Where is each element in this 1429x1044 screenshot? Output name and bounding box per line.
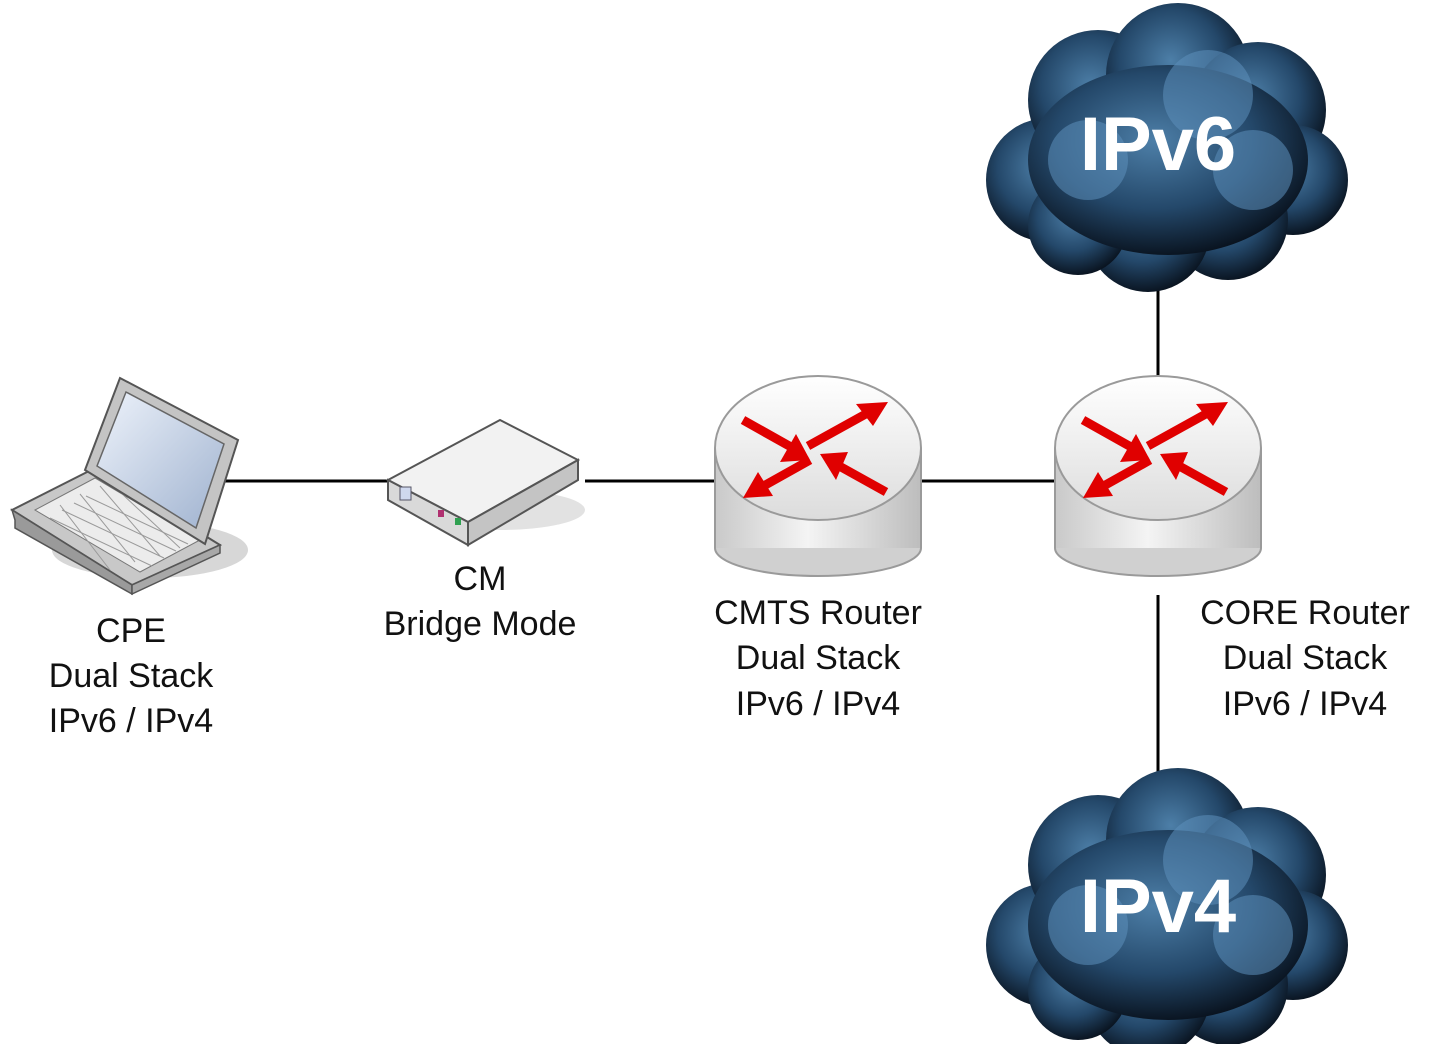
cpe-label-line-2: Dual Stack: [49, 657, 214, 695]
core-router-icon: [1055, 376, 1261, 576]
cpe-label: CPE Dual Stack IPv6 / IPv4: [49, 612, 214, 740]
cmts-label-line-3: IPv6 / IPv4: [736, 685, 900, 723]
ipv6-cloud-label: IPv6: [1080, 102, 1236, 187]
core-label: CORE Router Dual Stack IPv6 / IPv4: [1200, 594, 1410, 723]
cm-label: CM Bridge Mode: [384, 560, 577, 643]
cm-label-line-2: Bridge Mode: [384, 605, 577, 643]
cmts-label-line-2: Dual Stack: [736, 639, 901, 677]
cpe-label-line-1: CPE: [96, 612, 166, 650]
ipv4-cloud-label: IPv4: [1080, 864, 1236, 949]
laptop-icon: [9, 376, 248, 596]
core-label-line-3: IPv6 / IPv4: [1223, 685, 1387, 723]
cpe-label-line-3: IPv6 / IPv4: [49, 702, 213, 740]
cm-label-line-1: CM: [454, 560, 507, 598]
core-label-line-1: CORE Router: [1200, 594, 1410, 632]
cable-modem-icon: [385, 418, 585, 547]
cmts-router-icon: [715, 376, 921, 576]
core-label-line-2: Dual Stack: [1223, 639, 1388, 677]
cmts-label: CMTS Router Dual Stack IPv6 / IPv4: [714, 594, 922, 723]
cmts-label-line-1: CMTS Router: [714, 594, 922, 632]
